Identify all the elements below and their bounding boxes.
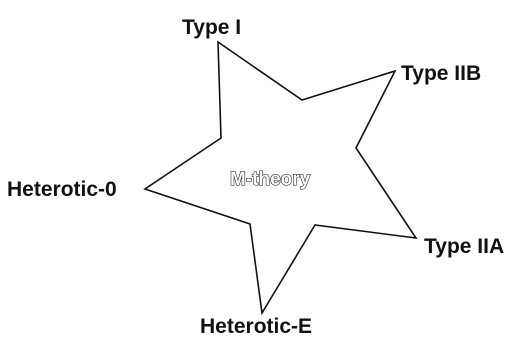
vertex-label-type-iib: Type IIB: [401, 62, 481, 85]
star-outline: [143, 40, 418, 316]
vertex-label-heterotic-0: Heterotic-0: [7, 178, 117, 201]
vertex-label-heterotic-e: Heterotic-E: [200, 315, 312, 338]
center-label-m-theory: M-theory: [230, 169, 311, 190]
vertex-label-type-iia: Type IIA: [424, 235, 504, 258]
vertex-label-type-i: Type I: [182, 16, 241, 39]
